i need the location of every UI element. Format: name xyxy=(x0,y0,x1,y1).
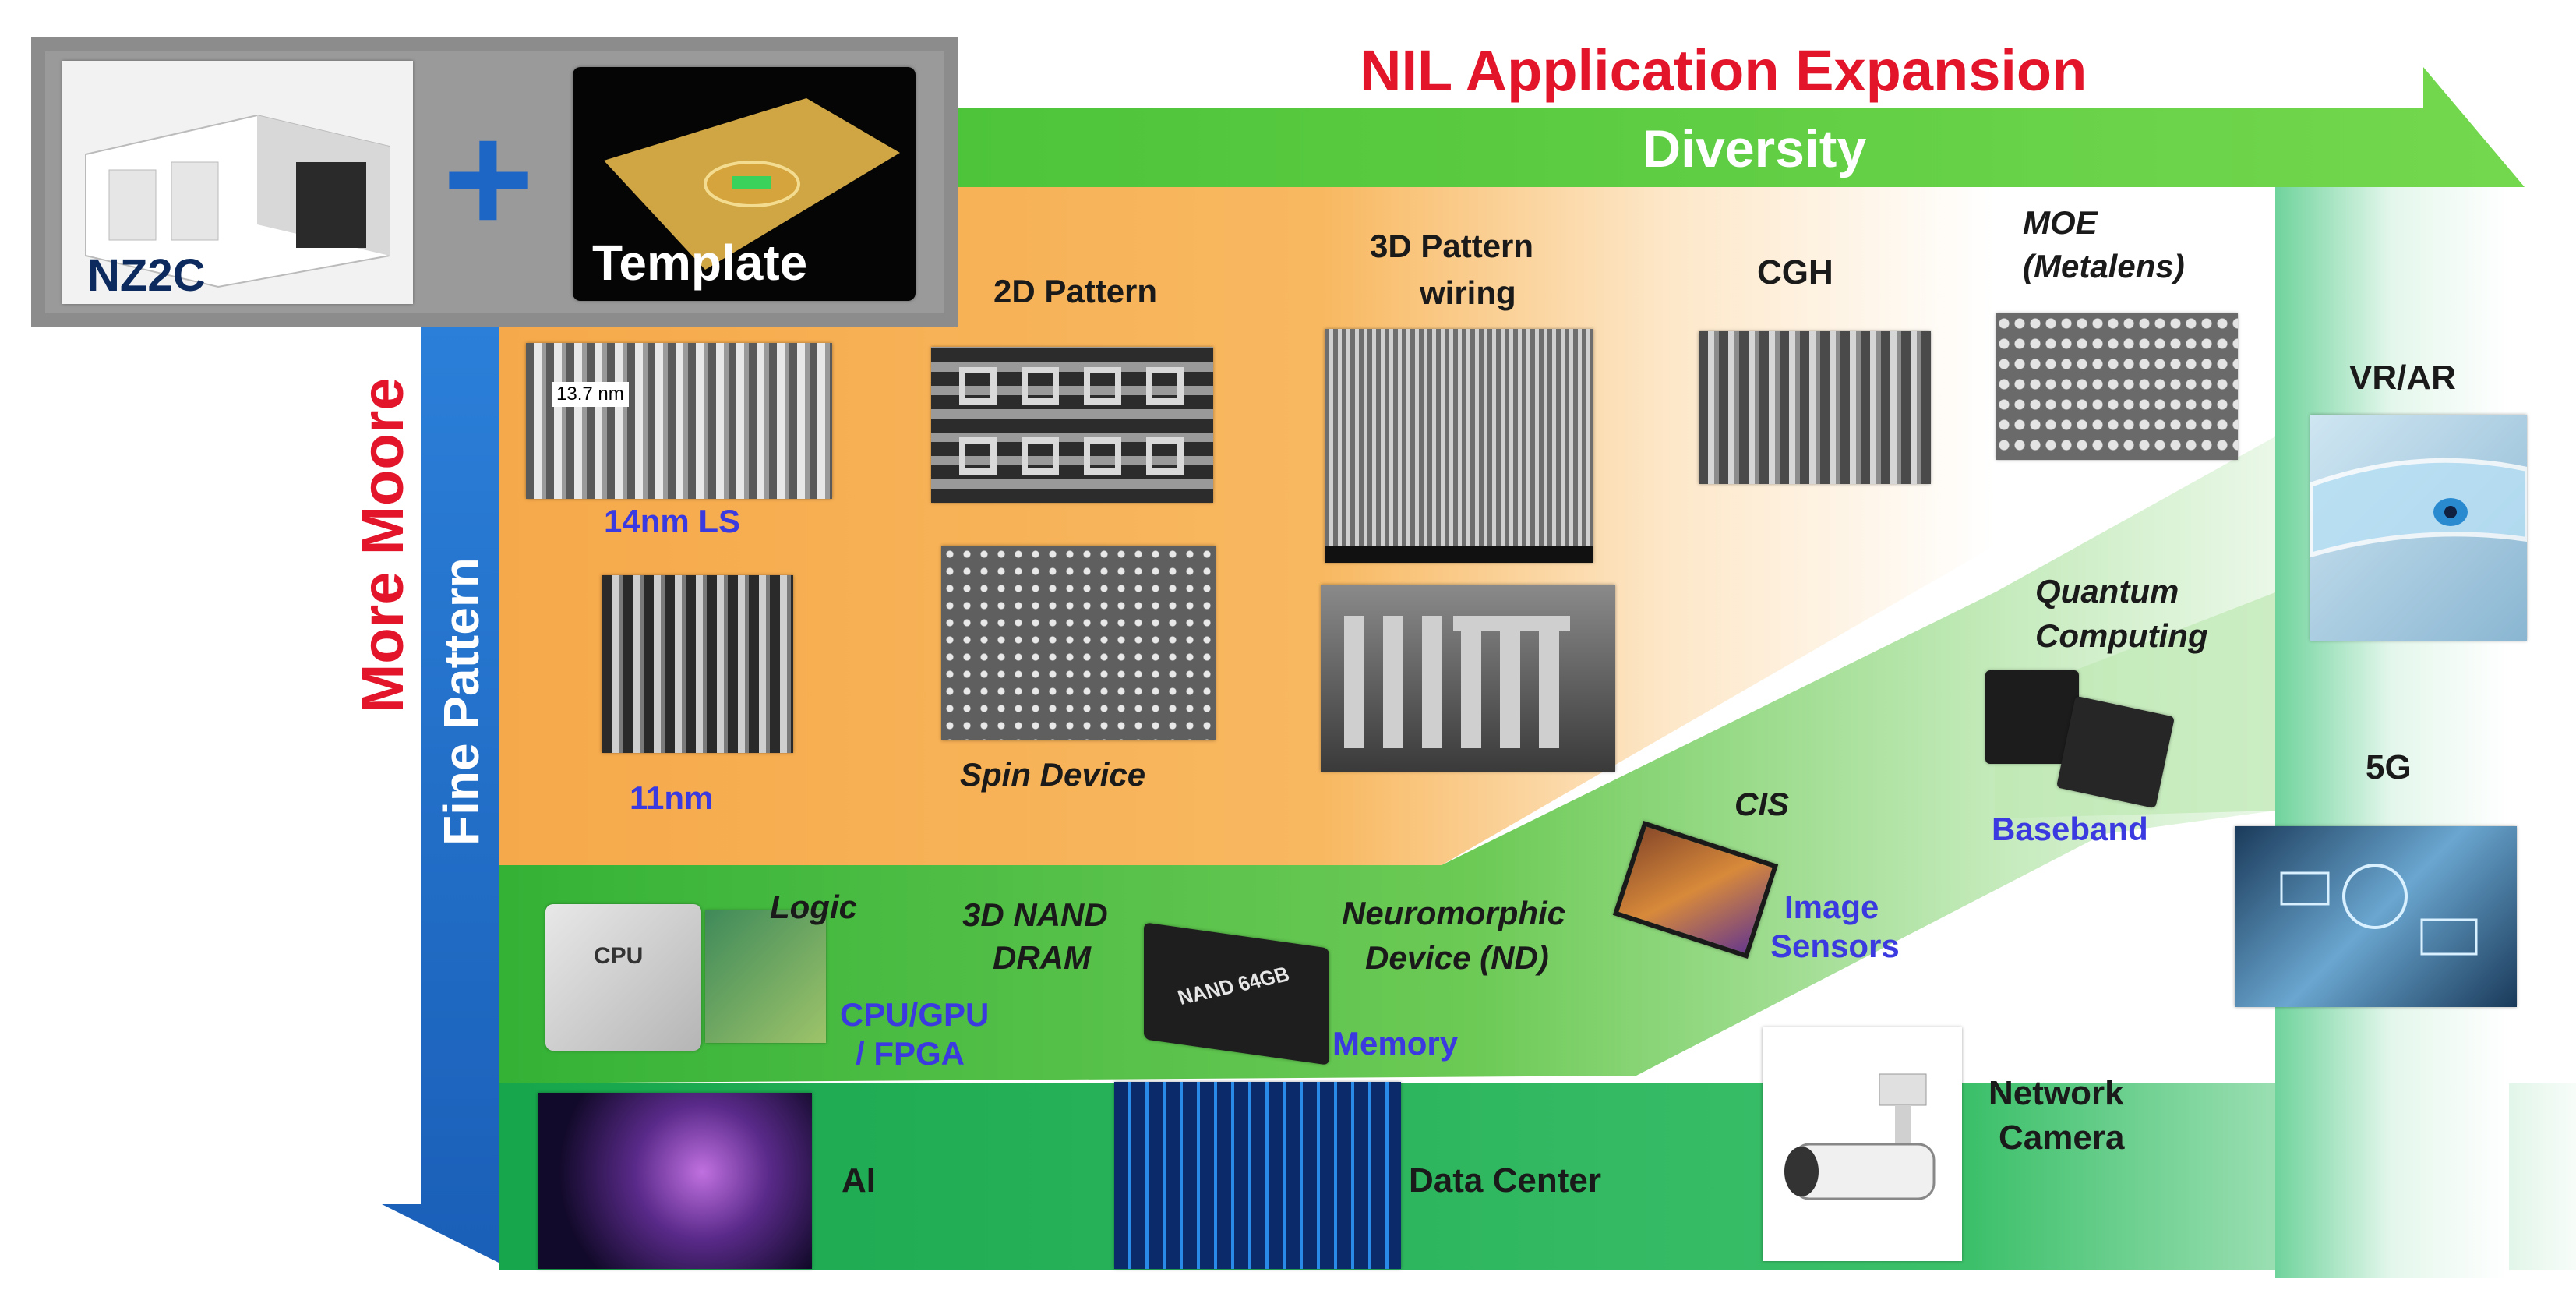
image-sensors-label-1: Image xyxy=(1784,889,1879,925)
pattern-3d-label-2: wiring xyxy=(1420,274,1516,311)
cgh-label: CGH xyxy=(1757,253,1833,292)
sem-cgh-image xyxy=(1699,331,1931,484)
ai-label: AI xyxy=(842,1161,876,1200)
ai-image xyxy=(538,1093,812,1269)
sem-2d-pattern-image xyxy=(931,347,1213,503)
neuro-label-1: Neuromorphic xyxy=(1342,895,1566,931)
image-sensors-label-2: Sensors xyxy=(1770,928,1900,964)
memory-label: Memory xyxy=(1332,1025,1459,1062)
more-moore-label: More Moore xyxy=(350,377,416,713)
network-camera-label-2: Camera xyxy=(1999,1118,2125,1157)
datacenter-image xyxy=(1114,1082,1401,1269)
baseband-chip-image xyxy=(1985,670,2079,764)
sem-spin-device-image xyxy=(941,546,1216,740)
template-image xyxy=(573,67,916,301)
sem-3d-wiring-image xyxy=(1325,329,1593,563)
ls14-label: 14nm LS xyxy=(604,503,741,539)
quantum-label-1: Quantum xyxy=(2035,573,2179,610)
pattern-2d-label: 2D Pattern xyxy=(993,273,1158,309)
vrar-label: VR/AR xyxy=(2349,359,2456,397)
network-camera-image xyxy=(1763,1027,1962,1261)
fine-pattern-label: Fine Pattern xyxy=(433,557,489,846)
cpu-chip-image: CPU xyxy=(545,904,701,1051)
cpu-chip-label: CPU xyxy=(594,943,644,969)
datacenter-label: Data Center xyxy=(1409,1161,1601,1200)
sem-3d-pattern-image xyxy=(1321,585,1615,772)
fiveg-label: 5G xyxy=(2366,748,2412,786)
pattern-3d-label-1: 3D Pattern xyxy=(1370,228,1534,264)
network-camera-label-1: Network xyxy=(1988,1074,2124,1112)
nand-label-2: DRAM xyxy=(993,939,1091,976)
nm11-label: 11nm xyxy=(630,779,714,816)
nz2c-label: NZ2C xyxy=(87,250,206,301)
baseband-label: Baseband xyxy=(1992,811,2148,847)
page-title: NIL Application Expansion xyxy=(1360,38,2087,103)
fiveg-image xyxy=(2235,826,2517,1007)
plus-icon: + xyxy=(443,92,534,266)
vrar-image xyxy=(2310,415,2527,641)
cpu-gpu-label-1: CPU/GPU xyxy=(840,996,990,1033)
moe-label-1: MOE xyxy=(2023,204,2098,241)
scale-label: 13.7 nm xyxy=(552,382,629,407)
sem-metalens-image xyxy=(1996,313,2238,460)
nand-label-1: 3D NAND xyxy=(962,896,1108,933)
sem-11nm-image xyxy=(602,575,793,753)
quantum-label-2: Computing xyxy=(2035,617,2208,654)
spin-device-label: Spin Device xyxy=(960,756,1146,793)
diversity-label: Diversity xyxy=(1643,119,1867,178)
nz2c-machine-image xyxy=(62,61,413,304)
gpu-board-image xyxy=(705,910,826,1043)
cis-label: CIS xyxy=(1734,786,1790,822)
logic-label: Logic xyxy=(770,889,857,925)
cpu-gpu-label-2: / FPGA xyxy=(856,1035,965,1072)
sem-14nm-ls-image xyxy=(526,343,832,499)
neuro-label-2: Device (ND) xyxy=(1365,939,1549,976)
nand-chip-label: NAND 64GB xyxy=(1174,961,1293,1010)
template-label: Template xyxy=(592,235,808,291)
moe-label-2: (Metalens) xyxy=(2023,248,2185,284)
